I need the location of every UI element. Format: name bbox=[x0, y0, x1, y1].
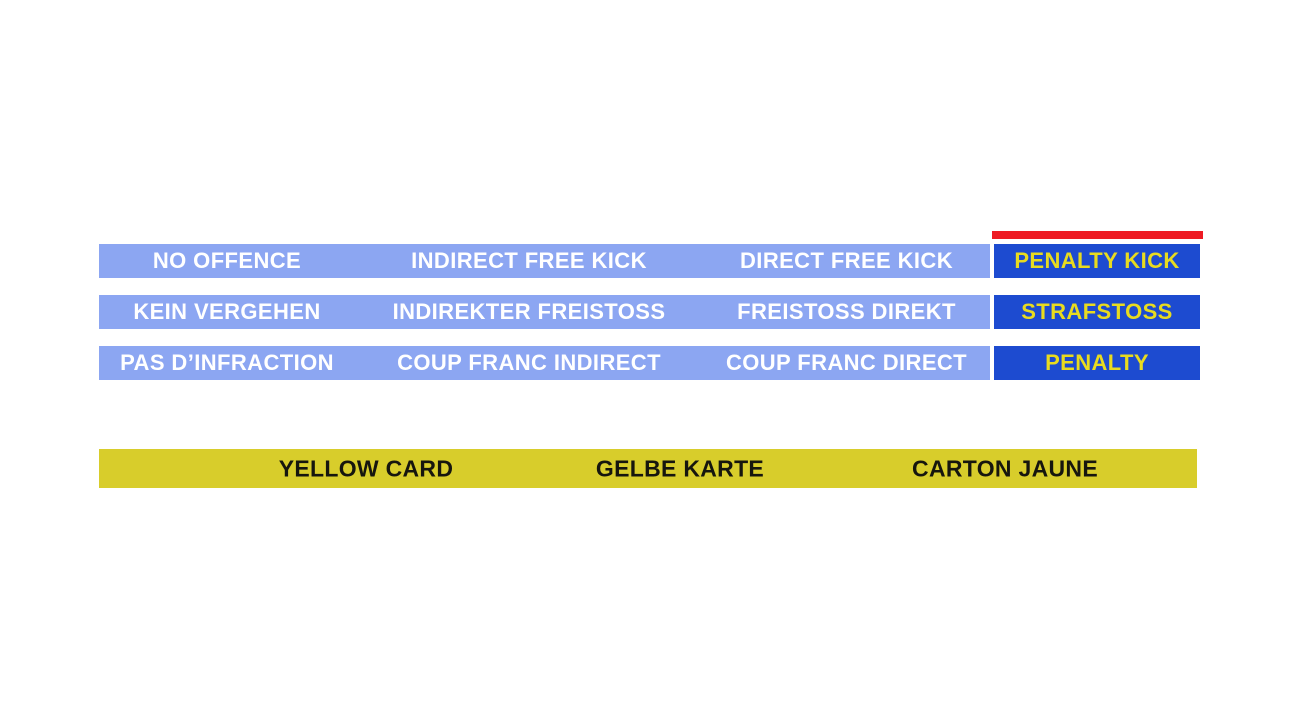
cell-kein-vergehen: KEIN VERGEHEN bbox=[133, 299, 321, 324]
cell-pas-d-infraction: PAS D’INFRACTION bbox=[120, 350, 334, 375]
decision-row-french: PAS D’INFRACTION COUP FRANC INDIRECT COU… bbox=[99, 346, 1200, 380]
cell-indirekter-freistoss: INDIREKTER FREISTOSS bbox=[392, 299, 666, 324]
cell-freistoss-direkt: FREISTOSS DIREKT bbox=[737, 299, 956, 324]
cell-no-offence: NO OFFENCE bbox=[152, 248, 302, 273]
yellow-card-bar: YELLOW CARD GELBE KARTE CARTON JAUNE bbox=[99, 449, 1197, 488]
yellow-card-label-german: GELBE KARTE bbox=[595, 455, 765, 481]
yellow-card-label-english: YELLOW CARD bbox=[278, 455, 454, 481]
cell-penalty-kick: PENALTY KICK bbox=[994, 244, 1200, 278]
cell-coup-franc-direct: COUP FRANC DIRECT bbox=[725, 350, 968, 375]
yellow-card-label-french: CARTON JAUNE bbox=[912, 455, 1098, 481]
penalty-highlight-bar bbox=[992, 231, 1203, 239]
cell-penalty: PENALTY bbox=[994, 346, 1200, 380]
cell-strafstoss: STRAFSTOSS bbox=[994, 295, 1200, 329]
decision-row-german: KEIN VERGEHEN INDIREKTER FREISTOSS FREIS… bbox=[99, 295, 1200, 329]
language-strip-english: NO OFFENCE INDIRECT FREE KICK DIRECT FRE… bbox=[99, 244, 990, 278]
language-strip-french: PAS D’INFRACTION COUP FRANC INDIRECT COU… bbox=[99, 346, 990, 380]
cell-direct-free-kick: DIRECT FREE KICK bbox=[740, 248, 953, 273]
cell-indirect-free-kick: INDIRECT FREE KICK bbox=[411, 248, 647, 273]
cell-coup-franc-indirect: COUP FRANC INDIRECT bbox=[397, 350, 661, 375]
language-strip-german: KEIN VERGEHEN INDIREKTER FREISTOSS FREIS… bbox=[99, 295, 990, 329]
decision-row-english: NO OFFENCE INDIRECT FREE KICK DIRECT FRE… bbox=[99, 244, 1200, 278]
